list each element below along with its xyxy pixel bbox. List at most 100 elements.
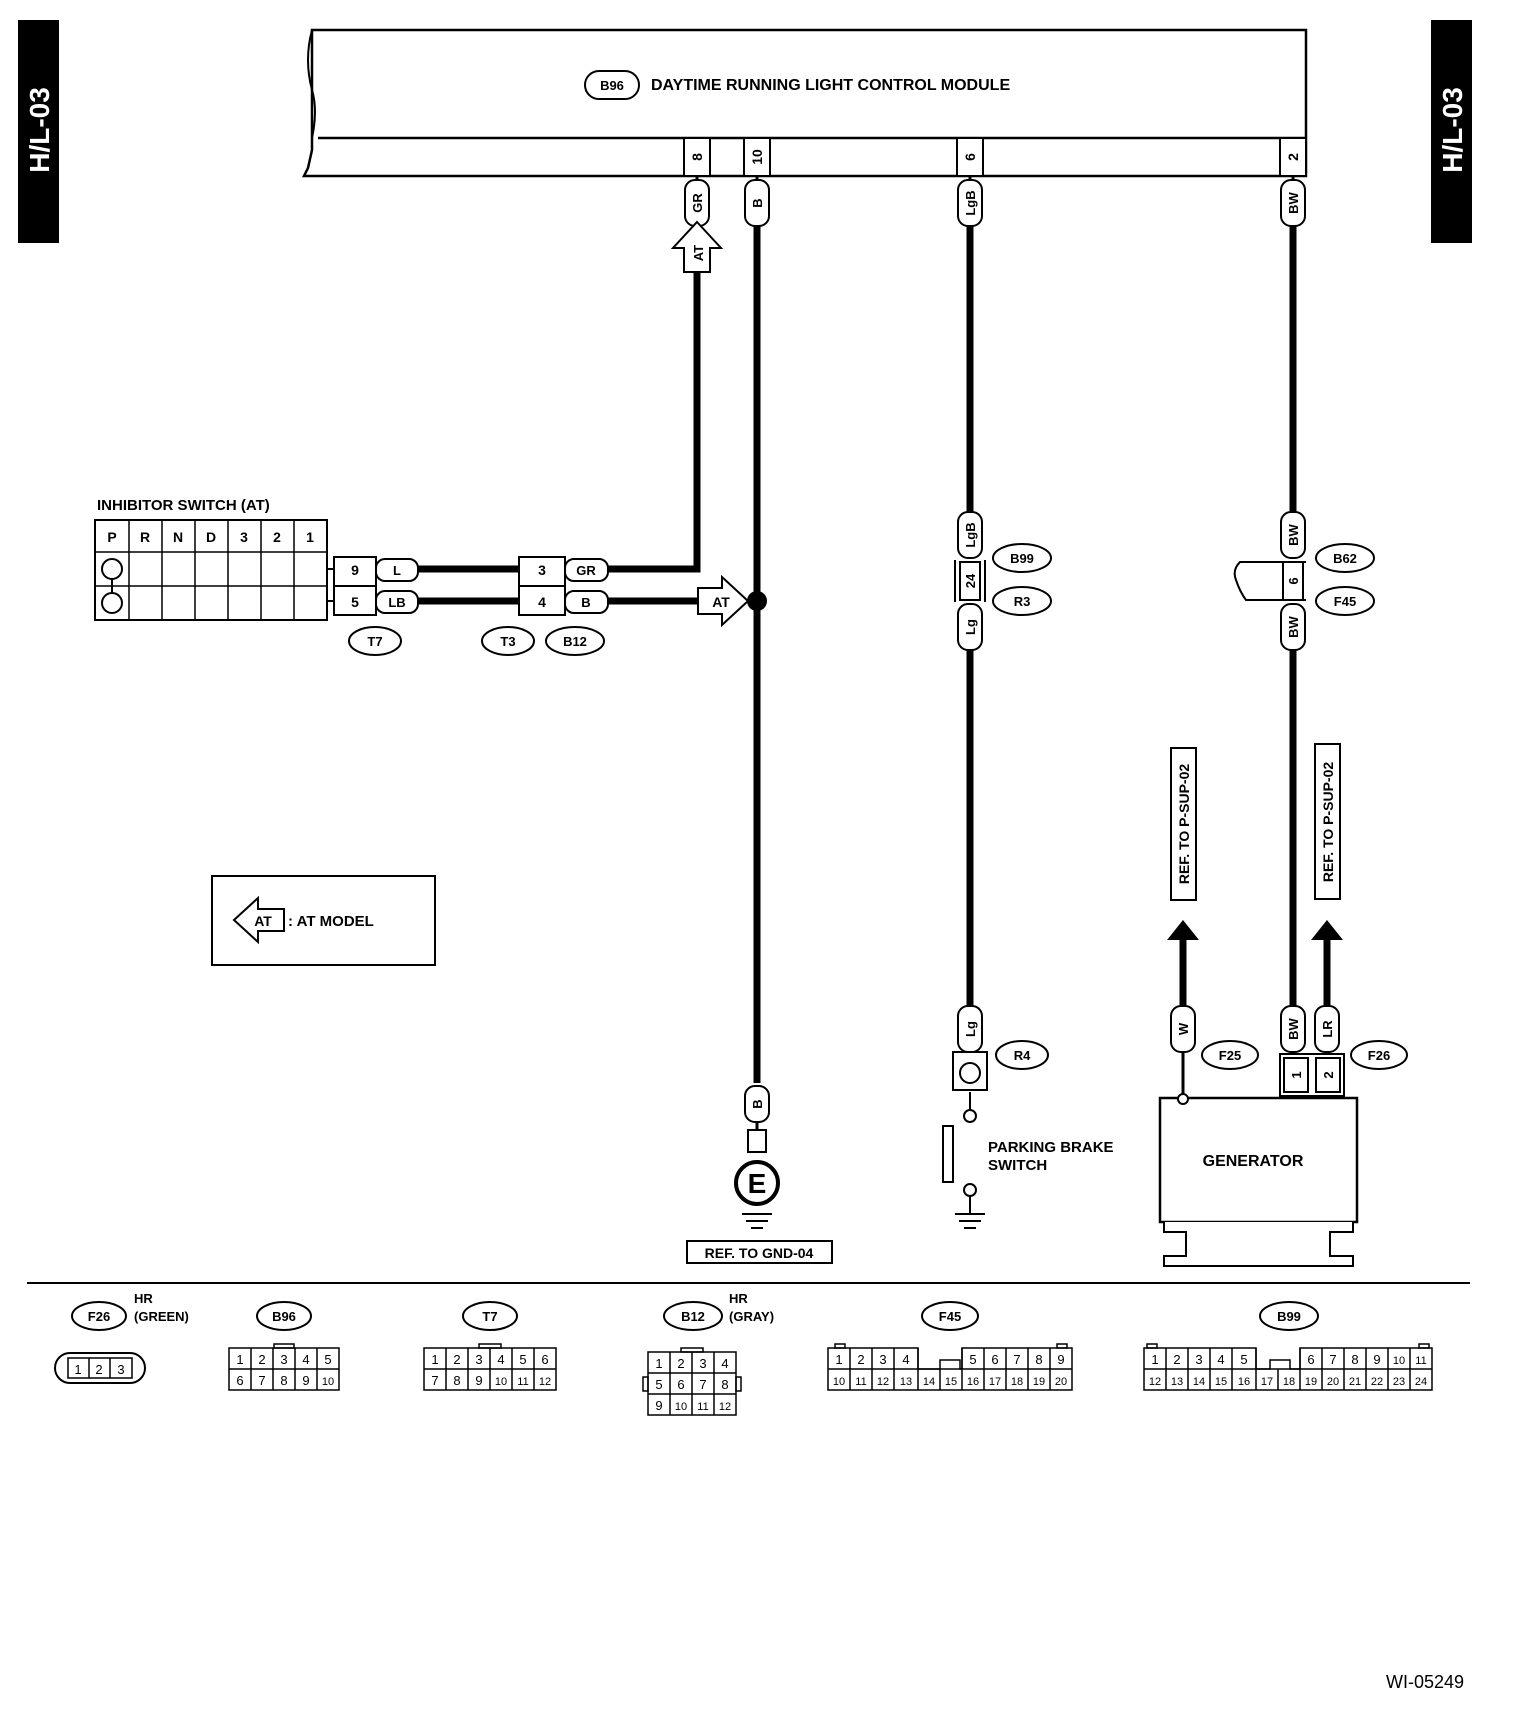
parking-brake-label-1: PARKING BRAKE <box>988 1139 1114 1156</box>
svg-text:11: 11 <box>855 1376 866 1388</box>
generator-pin-2: 2 <box>1321 1071 1336 1078</box>
contact-p-upper <box>101 558 123 580</box>
svg-text:1: 1 <box>236 1352 243 1367</box>
svg-text:1: 1 <box>74 1362 81 1377</box>
r4-label: R4 <box>1014 1048 1031 1063</box>
svg-text:3: 3 <box>699 1356 706 1371</box>
svg-text:8: 8 <box>280 1373 287 1388</box>
svg-text:7: 7 <box>1329 1352 1336 1367</box>
svg-text:15: 15 <box>945 1376 957 1388</box>
r4-terminal <box>959 1062 981 1084</box>
t7-label: T7 <box>367 634 382 649</box>
svg-text:1: 1 <box>655 1356 662 1371</box>
parking-brake-switch: R4 PARKING BRAKE SWITCH <box>942 1040 1114 1229</box>
svg-text:8: 8 <box>1351 1352 1358 1367</box>
svg-text:8: 8 <box>453 1373 460 1388</box>
f25-label: F25 <box>1219 1048 1241 1063</box>
module-pins: 8 10 6 2 <box>683 137 1307 177</box>
module-connector-id: B96 <box>600 78 624 93</box>
svg-text:9: 9 <box>302 1373 309 1388</box>
page-tag-left: H/L-03 <box>18 20 59 243</box>
svg-text:2: 2 <box>1173 1352 1180 1367</box>
position-d: D <box>206 529 216 545</box>
t3-pin-4: 4 <box>538 594 546 610</box>
svg-text:4: 4 <box>1217 1352 1224 1367</box>
svg-text:7: 7 <box>258 1373 265 1388</box>
b62-label: B62 <box>1333 551 1357 566</box>
svg-text:2: 2 <box>95 1362 102 1377</box>
svg-text:1: 1 <box>1151 1352 1158 1367</box>
connector-view-b99-id: B99 <box>1277 1309 1301 1324</box>
svg-text:4: 4 <box>902 1352 909 1367</box>
svg-text:5: 5 <box>969 1352 976 1367</box>
svg-text:1: 1 <box>431 1352 438 1367</box>
connector-view-b12-note-2: (GRAY) <box>729 1309 774 1324</box>
svg-text:9: 9 <box>475 1373 482 1388</box>
svg-text:2: 2 <box>258 1352 265 1367</box>
r3-label: R3 <box>1014 594 1031 609</box>
ground-ref: REF. TO GND-04 <box>705 1245 814 1261</box>
f26-label: F26 <box>1368 1048 1390 1063</box>
at-arrow-vertical: AT <box>670 220 724 273</box>
svg-text:11: 11 <box>517 1376 528 1388</box>
wire-tag-bw-f45: BW <box>1286 615 1301 637</box>
position-n: N <box>173 529 183 545</box>
svg-text:3: 3 <box>117 1362 124 1377</box>
t7-connector: 9 5 L LB T7 <box>327 556 419 656</box>
pin-2: 2 <box>1285 153 1301 161</box>
legend-text: : AT MODEL <box>288 913 374 930</box>
svg-text:15: 15 <box>1215 1376 1227 1388</box>
svg-text:19: 19 <box>1305 1376 1317 1388</box>
svg-text:17: 17 <box>989 1376 1001 1388</box>
position-r: R <box>140 529 150 545</box>
wire-tag-b-ground: B <box>750 1099 765 1108</box>
svg-text:3: 3 <box>1195 1352 1202 1367</box>
svg-text:8: 8 <box>1035 1352 1042 1367</box>
connector-view-b12-id: B12 <box>681 1309 705 1324</box>
svg-text:14: 14 <box>923 1376 935 1388</box>
svg-text:7: 7 <box>699 1377 706 1392</box>
svg-text:7: 7 <box>431 1373 438 1388</box>
wire-tag-lgb-b99: LgB <box>963 522 978 547</box>
module-name: DAYTIME RUNNING LIGHT CONTROL MODULE <box>651 77 1010 94</box>
svg-text:5: 5 <box>324 1352 331 1367</box>
control-module: B96 DAYTIME RUNNING LIGHT CONTROL MODULE <box>301 28 1308 178</box>
b12-label: B12 <box>563 634 587 649</box>
svg-text:6: 6 <box>991 1352 998 1367</box>
psup-refs: REF. TO P-SUP-02 REF. TO P-SUP-02 <box>1167 743 1343 940</box>
wire-tag-lgb-top: LgB <box>963 190 978 215</box>
svg-text:6: 6 <box>541 1352 548 1367</box>
t7-pin-5: 5 <box>351 594 359 610</box>
svg-text:2: 2 <box>857 1352 864 1367</box>
svg-text:10: 10 <box>495 1376 507 1388</box>
at-arrow-vertical-label: AT <box>691 245 706 261</box>
wire-tag-lb: LB <box>388 595 405 610</box>
svg-text:10: 10 <box>675 1401 687 1413</box>
svg-text:11: 11 <box>1415 1355 1426 1367</box>
b99-pin-24: 24 <box>963 573 978 588</box>
wire-tag-w: W <box>1176 1022 1191 1035</box>
svg-text:H/L-03: H/L-03 <box>1437 87 1468 173</box>
wire-tags: GR B LgB BW LgB Lg BW BW Lg W BW LR <box>684 179 1340 1123</box>
svg-text:9: 9 <box>1373 1352 1380 1367</box>
svg-text:10: 10 <box>322 1376 334 1388</box>
connector-view-b96-id: B96 <box>272 1309 296 1324</box>
wire-tag-b-junction: B <box>581 595 590 610</box>
svg-text:5: 5 <box>655 1377 662 1392</box>
inhibitor-title: INHIBITOR SWITCH (AT) <box>97 497 270 514</box>
svg-text:18: 18 <box>1011 1376 1023 1388</box>
svg-text:3: 3 <box>475 1352 482 1367</box>
svg-text:21: 21 <box>1349 1376 1361 1388</box>
wires <box>418 176 1331 1214</box>
generator-pin-1: 1 <box>1289 1071 1304 1078</box>
svg-text:13: 13 <box>900 1376 912 1388</box>
svg-text:24: 24 <box>1415 1376 1427 1388</box>
svg-text:H/L-03: H/L-03 <box>24 87 55 173</box>
wire-tag-bw-f26: BW <box>1286 1017 1301 1039</box>
svg-text:12: 12 <box>877 1376 889 1388</box>
svg-text:4: 4 <box>497 1352 504 1367</box>
svg-text:1: 1 <box>835 1352 842 1367</box>
